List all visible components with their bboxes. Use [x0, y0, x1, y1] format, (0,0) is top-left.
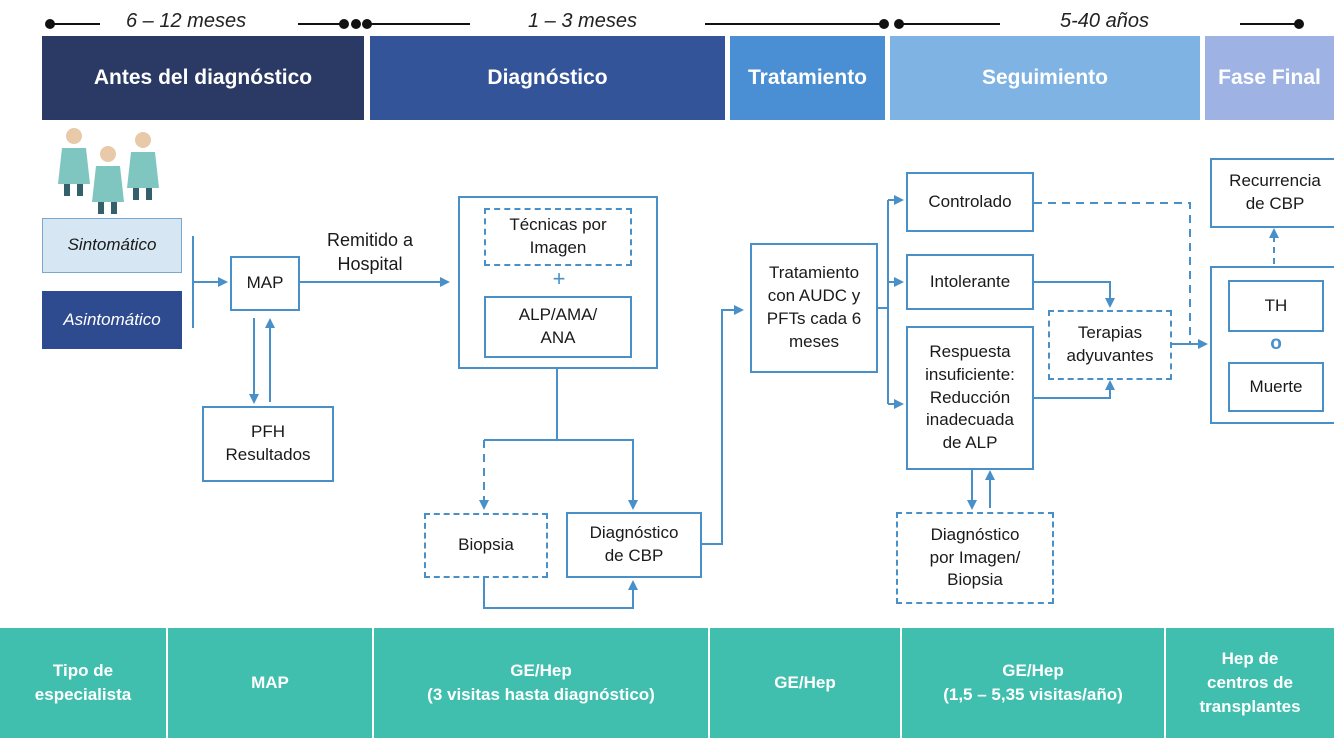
timeline: [45, 19, 1304, 29]
footer-c5-line3: transplantes: [1199, 696, 1301, 716]
patients-icon: [58, 128, 159, 214]
pfh-results-box: PFH Resultados: [202, 406, 334, 482]
controlled-box: Controlado: [906, 172, 1034, 232]
insufficient-line1: Respuesta: [929, 341, 1011, 361]
timeline-period-followup: 5-40 años: [1060, 10, 1149, 32]
phase-header-treatment: Tratamiento: [730, 36, 885, 120]
treatment-line4: meses: [788, 331, 840, 351]
diagnosis-cbp-box: Diagnóstico de CBP: [566, 512, 702, 578]
diagnostic-tests-group: [458, 196, 658, 369]
insufficient-response-box: Respuesta insuficiente: Reducción inadec…: [906, 326, 1034, 470]
adjuvant-line1: Terapias: [1077, 323, 1143, 343]
pfh-results-label: Resultados: [225, 445, 311, 464]
map-box: MAP: [230, 256, 300, 311]
footer-c5-line1: Hep de: [1221, 649, 1279, 669]
followup-dx-line3: Biopsia: [947, 570, 1003, 590]
treatment-line1: Tratamiento: [768, 263, 860, 283]
imaging-techniques-box: Técnicas por Imagen: [484, 208, 632, 266]
recurrence-box: Recurrencia de CBP: [1210, 158, 1334, 228]
referral-label-line2: Hospital: [337, 254, 403, 275]
patient-asymptomatic: Asintomático: [42, 291, 182, 349]
lab-tests-box: ALP/AMA/ ANA: [484, 296, 632, 358]
adjuvant-therapies-box: Terapias adyuvantes: [1048, 310, 1172, 380]
insufficient-line5: de ALP: [942, 433, 998, 453]
recurrence-line1: Recurrencia: [1229, 171, 1321, 191]
timeline-period-diagnosis: 1 – 3 meses: [528, 10, 637, 32]
footer-c4-line1: GE/Hep: [1002, 661, 1064, 681]
phase-header-final: Fase Final: [1205, 36, 1334, 120]
pfh-label: PFH: [251, 422, 285, 442]
biopsy-box: Biopsia: [424, 513, 548, 578]
imaging-label-line1: Técnicas por: [509, 215, 607, 235]
timeline-period-before: 6 – 12 meses: [126, 10, 247, 32]
phase-header-followup: Seguimiento: [890, 36, 1200, 120]
footer-followup-specialist: GE/Hep (1,5 – 5,35 visitas/año): [902, 628, 1166, 738]
footer-c5-line2: centros de: [1207, 673, 1293, 693]
followup-dx-line1: Diagnóstico: [930, 524, 1020, 544]
footer-c4-line2: (1,5 – 5,35 visitas/año): [943, 685, 1123, 704]
imaging-label-line2: Imagen: [529, 238, 587, 257]
or-label: o: [1270, 333, 1282, 354]
footer-c0-line2: especialista: [34, 685, 132, 704]
footer-map: MAP: [168, 628, 374, 738]
recurrence-line2: de CBP: [1245, 194, 1305, 213]
footer-c2-line2: (3 visitas hasta diagnóstico): [427, 685, 655, 704]
plus-icon: +: [552, 266, 566, 291]
diagnosis-line2: de CBP: [604, 546, 664, 565]
footer-diagnosis-specialist: GE/Hep (3 visitas hasta diagnóstico): [374, 628, 710, 738]
insufficient-line3: Reducción: [929, 387, 1011, 407]
footer-treatment-specialist: GE/Hep: [710, 628, 902, 738]
death-box: Muerte: [1228, 362, 1324, 412]
phase-header-before: Antes del diagnóstico: [42, 36, 364, 120]
diagnosis-line1: Diagnóstico: [589, 523, 679, 543]
intolerant-box: Intolerante: [906, 254, 1034, 310]
adjuvant-line2: adyuvantes: [1066, 346, 1154, 365]
followup-imaging-biopsy-box: Diagnóstico por Imagen/ Biopsia: [896, 512, 1054, 604]
phase-header-diagnosis: Diagnóstico: [370, 36, 725, 120]
lab-tests-line2: ANA: [540, 328, 576, 347]
referral-label: Remitido a Hospital: [308, 228, 432, 277]
treatment-box: Tratamiento con AUDC y PFTs cada 6 meses: [750, 243, 878, 373]
final-outcomes-group: [1210, 266, 1334, 424]
followup-dx-line2: por Imagen/: [929, 547, 1021, 567]
transplant-box: TH: [1228, 280, 1324, 332]
flow-connectors: [192, 195, 1279, 609]
patient-symptomatic: Sintomático: [42, 218, 182, 273]
referral-label-line1: Remitido a: [326, 230, 414, 250]
treatment-line2: con AUDC y: [767, 286, 861, 306]
treatment-line3: PFTs cada 6: [766, 309, 862, 328]
insufficient-line2: insuficiente:: [925, 364, 1015, 384]
footer-final-specialist: Hep de centros de transplantes: [1166, 628, 1334, 738]
footer-c2-line1: GE/Hep: [510, 661, 572, 681]
lab-tests-line1: ALP/AMA/: [518, 305, 598, 325]
footer-specialist-type: Tipo de especialista: [0, 628, 168, 738]
footer-c0-line1: Tipo de: [52, 661, 114, 681]
insufficient-line4: inadecuada: [926, 410, 1014, 430]
